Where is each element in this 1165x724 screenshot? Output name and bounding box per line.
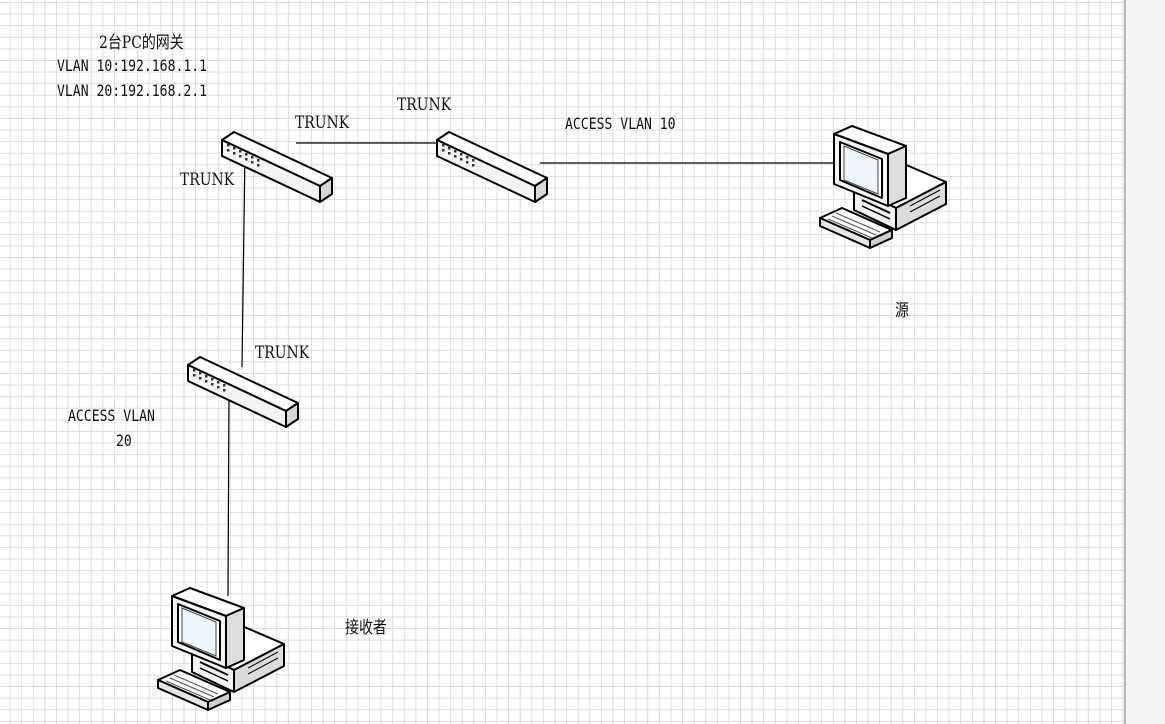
access-vlan20-label-line2: 20 [116, 431, 132, 450]
gateway-vlan20: VLAN 20:192.168.2.1 [57, 81, 208, 100]
canvas-scroll-edge [1124, 0, 1165, 724]
trunk-label-core-right: TRUNK [295, 113, 350, 133]
access-vlan10-label: ACCESS VLAN 10 [565, 114, 676, 133]
gateway-vlan10: VLAN 10:192.168.1.1 [57, 56, 208, 75]
trunk-label-dist-left: TRUNK [397, 95, 452, 115]
trunk-label-core-down: TRUNK [180, 170, 235, 190]
access-switch[interactable] [187, 356, 299, 428]
receiver-pc[interactable] [157, 587, 285, 711]
source-label: 源 [895, 301, 909, 321]
link-core-to-access[interactable] [241, 149, 246, 368]
trunk-label-access-up: TRUNK [255, 343, 310, 363]
link-access-to-receiver[interactable] [227, 387, 230, 597]
access-vlan20-label-line1: ACCESS VLAN [68, 406, 155, 425]
source-pc[interactable] [819, 125, 947, 249]
receiver-label: 接收者 [345, 618, 387, 638]
gateway-title: 2台PC的网关 [99, 33, 184, 53]
distribution-switch[interactable] [436, 131, 548, 203]
